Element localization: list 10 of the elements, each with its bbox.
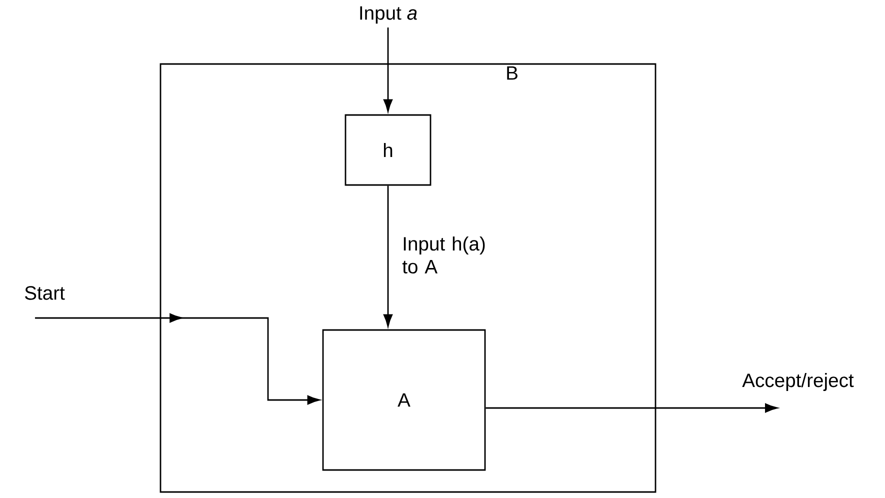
arrow bbox=[383, 186, 393, 327]
arrow bbox=[383, 28, 393, 112]
edge-label: Start bbox=[22, 284, 67, 302]
arrow bbox=[35, 313, 320, 405]
edge-label: Input h(a) to A bbox=[400, 234, 499, 276]
input-text: Input a bbox=[360, 6, 417, 24]
process-box: h bbox=[344, 114, 432, 186]
edge-label: Accept/reject bbox=[740, 371, 856, 393]
arrow bbox=[486, 403, 778, 413]
process-box: A bbox=[322, 329, 486, 471]
